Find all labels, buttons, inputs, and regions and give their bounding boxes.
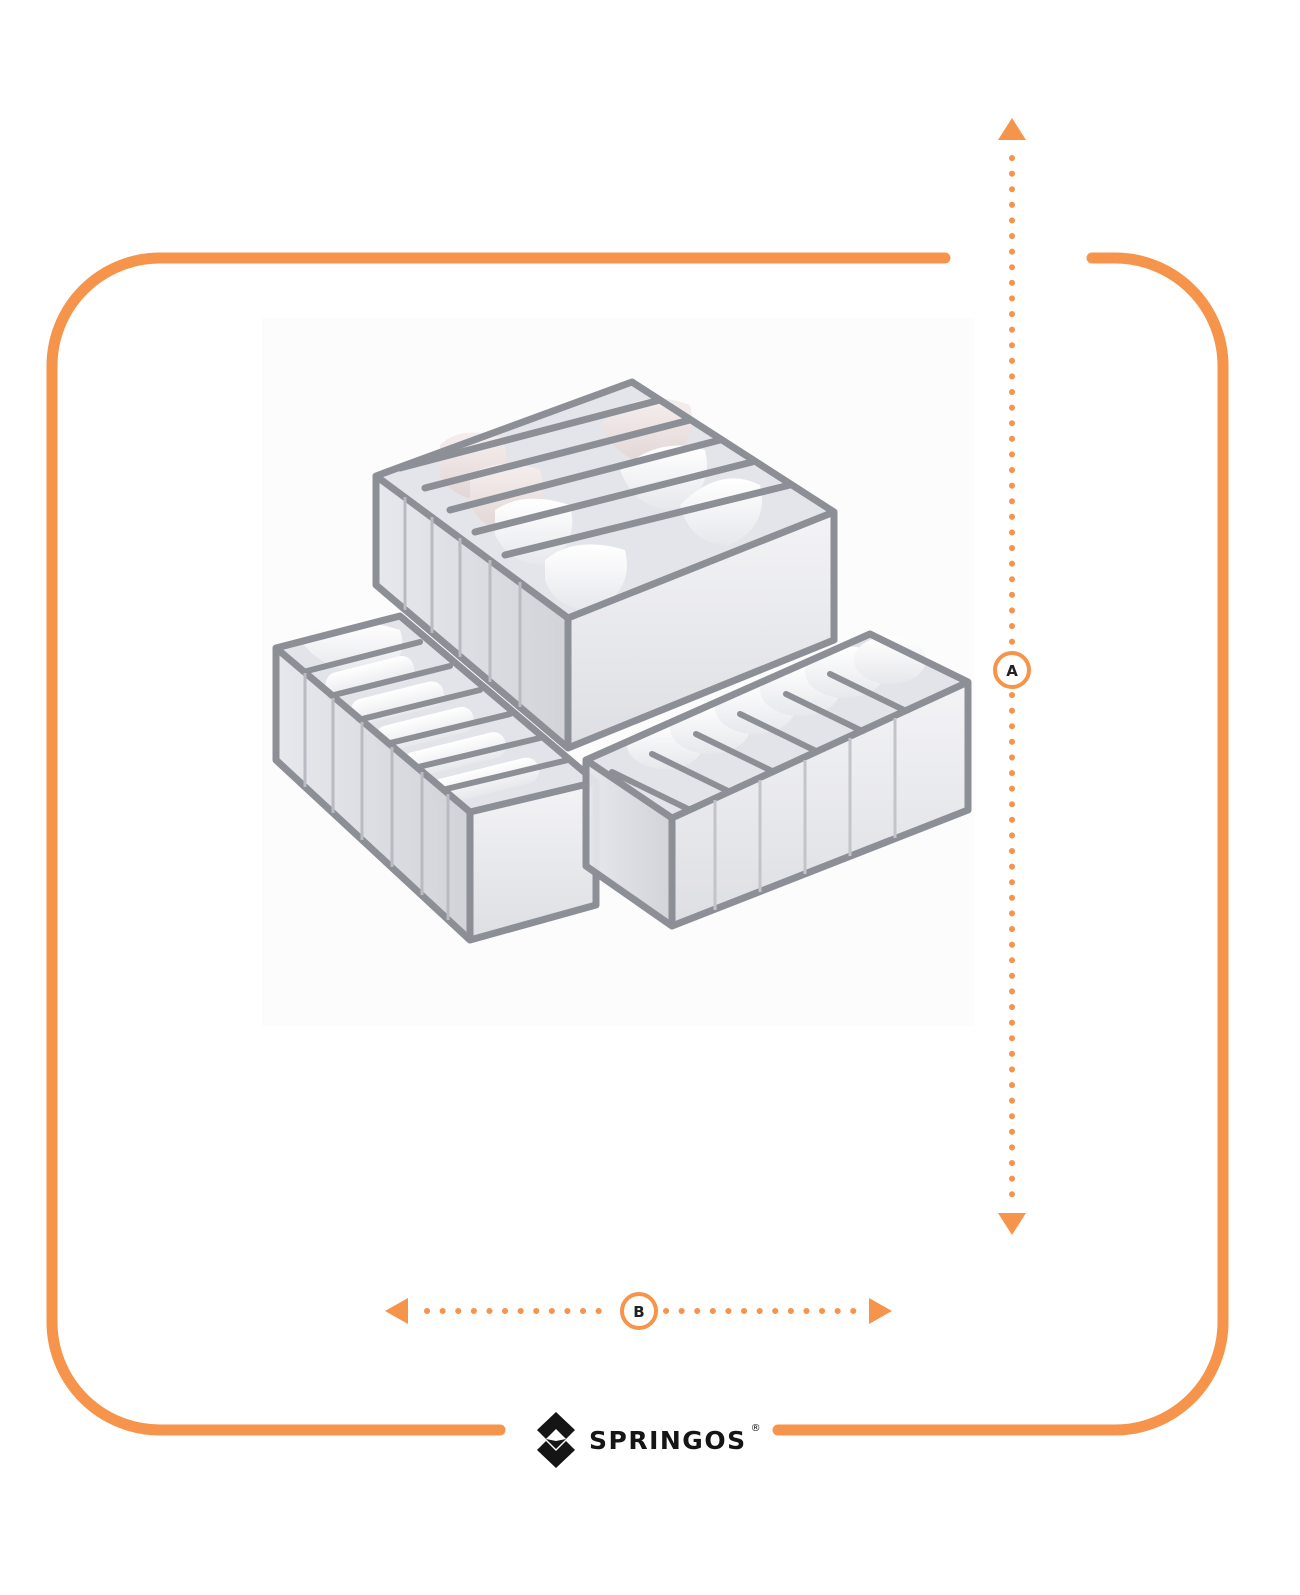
width-label-badge xyxy=(620,1292,658,1330)
arrow-left-icon xyxy=(385,1298,408,1324)
product-image xyxy=(262,318,974,1026)
arrow-up-icon xyxy=(998,118,1026,140)
large-organizer-box xyxy=(372,378,838,752)
brand-logo: SPRINGOS ® xyxy=(535,1410,769,1470)
frame-outline xyxy=(46,252,1229,1436)
springos-logo-icon xyxy=(537,1412,575,1468)
height-dimension-arrow: A xyxy=(993,118,1031,1235)
height-label-badge xyxy=(993,651,1031,689)
frame-left-top-segment xyxy=(46,252,951,1436)
height-label: A xyxy=(1006,662,1018,680)
frame-right-segment xyxy=(772,252,1229,1436)
right-organizer-box xyxy=(582,630,972,930)
width-dimension-arrow: B xyxy=(385,1292,892,1330)
width-label: B xyxy=(633,1303,644,1321)
registered-mark: ® xyxy=(750,1422,761,1434)
arrow-down-icon xyxy=(998,1213,1026,1235)
arrow-right-icon xyxy=(869,1298,892,1324)
brand-name: SPRINGOS xyxy=(589,1425,747,1455)
